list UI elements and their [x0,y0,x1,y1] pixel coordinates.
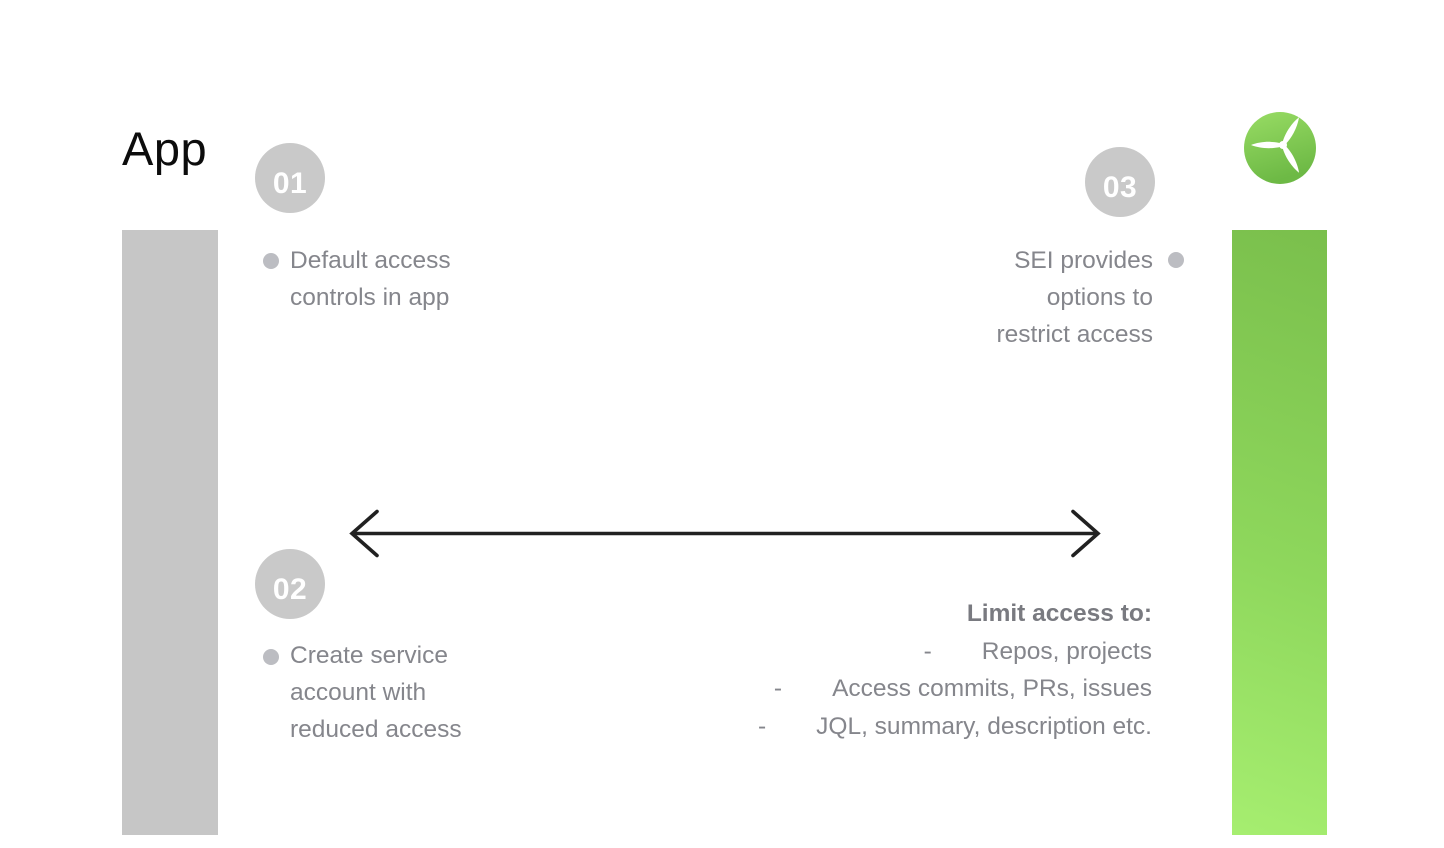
step-1-text: Default access controls in app [290,242,451,316]
double-headed-arrow-icon [349,509,1101,558]
page-title: App [122,122,208,175]
pinwheel-logo-icon [1244,112,1316,184]
left-gray-bar [122,230,218,835]
step-3-line-3: restrict access [996,321,1153,348]
step-number: 02 [272,573,308,606]
bullet-dot-icon [263,649,279,665]
step-3-line-2: options to [1046,284,1153,311]
dash-marker: - [773,675,783,702]
step-badge-02: 02 [255,549,325,619]
bullet-dot-icon [1168,252,1184,268]
list-item: - JQL, summary, description etc. [758,708,1152,746]
list-item: - Access commits, PRs, issues [758,670,1152,708]
step-badge-01: 01 [255,143,325,213]
bullet-dot-icon [263,253,279,269]
step-3-line-1: SEI provides [1014,247,1153,274]
right-green-bar [1232,230,1327,835]
list-item-text: Repos, projects [981,637,1152,665]
step-badge-03: 03 [1085,147,1155,217]
step-2-line-2: account with [290,679,427,706]
limit-access-list: Limit access to: - Repos, projects - Acc… [758,595,1152,745]
dash-marker: - [757,712,767,740]
list-item-text: JQL, summary, description etc. [816,712,1152,740]
step-3-text: SEI provides options to restrict access [996,242,1153,353]
list-item-text: Access commits, PRs, issues [832,675,1152,702]
step-1-line-1: Default access [290,247,451,274]
list-item: - Repos, projects [758,633,1152,671]
limit-access-title: Limit access to: [966,600,1152,627]
step-2-text: Create service account with reduced acce… [290,637,462,748]
step-2-line-1: Create service [290,642,448,669]
step-2-line-3: reduced access [290,716,462,743]
step-number: 03 [1102,171,1138,204]
dash-marker: - [923,637,932,665]
step-number: 01 [272,167,308,200]
step-1-line-2: controls in app [290,284,450,311]
